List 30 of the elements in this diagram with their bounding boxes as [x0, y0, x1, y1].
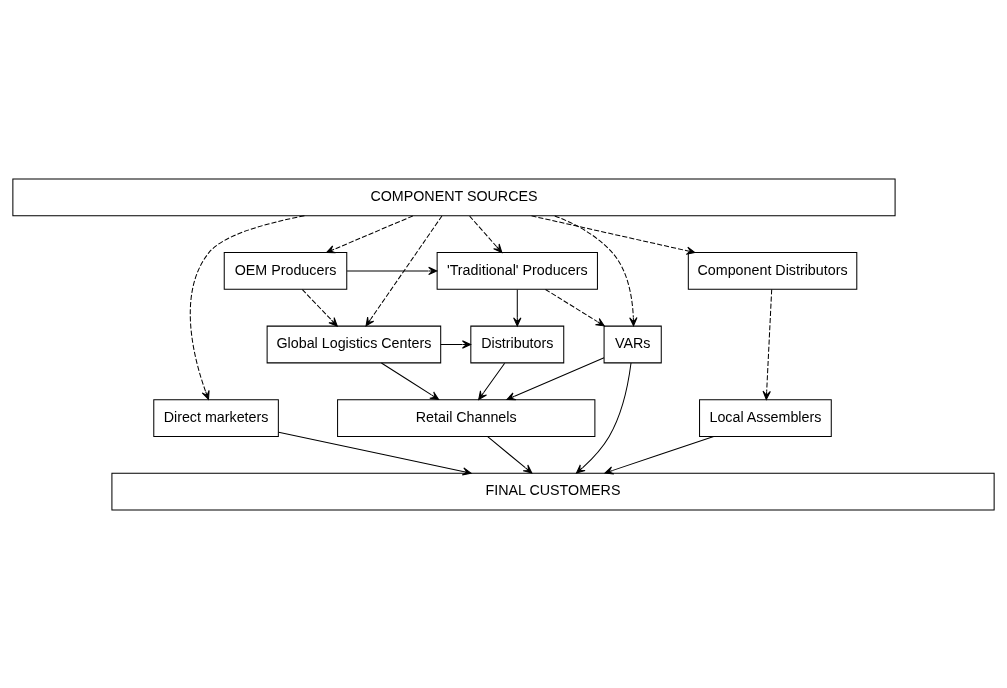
- node-box: VARs: [603, 325, 662, 363]
- arrow: [762, 288, 773, 400]
- arrow: [346, 266, 438, 275]
- node-box: Global Logistics Centers: [266, 325, 442, 363]
- arrow: [301, 288, 338, 327]
- node-box: FINAL CUSTOMERS: [111, 472, 995, 510]
- node-box: Local Assemblers: [699, 398, 832, 437]
- arrow: [365, 214, 443, 326]
- arrow: [513, 288, 522, 327]
- node-box: OEM Producers: [223, 251, 348, 290]
- node-box: Distributors: [470, 325, 565, 363]
- arrow: [380, 362, 440, 400]
- arrow: [478, 362, 506, 400]
- arrow: [189, 214, 305, 400]
- arrow: [440, 339, 472, 349]
- arrow: [469, 215, 503, 253]
- node-box: Component Distributors: [687, 251, 858, 290]
- node-box: COMPONENT SOURCES: [12, 178, 896, 216]
- arrow: [278, 431, 472, 476]
- arrow: [604, 435, 715, 474]
- arrow: [326, 214, 414, 253]
- arrow: [487, 435, 533, 474]
- arrow: [506, 356, 605, 400]
- arrow: [554, 215, 638, 326]
- node-box: Retail Channels: [337, 398, 596, 437]
- arrow: [531, 214, 696, 255]
- node-box: 'Traditional' Producers: [436, 251, 598, 290]
- arrow: [545, 288, 605, 326]
- node-box: Direct marketers: [153, 398, 279, 437]
- arrow: [576, 362, 632, 474]
